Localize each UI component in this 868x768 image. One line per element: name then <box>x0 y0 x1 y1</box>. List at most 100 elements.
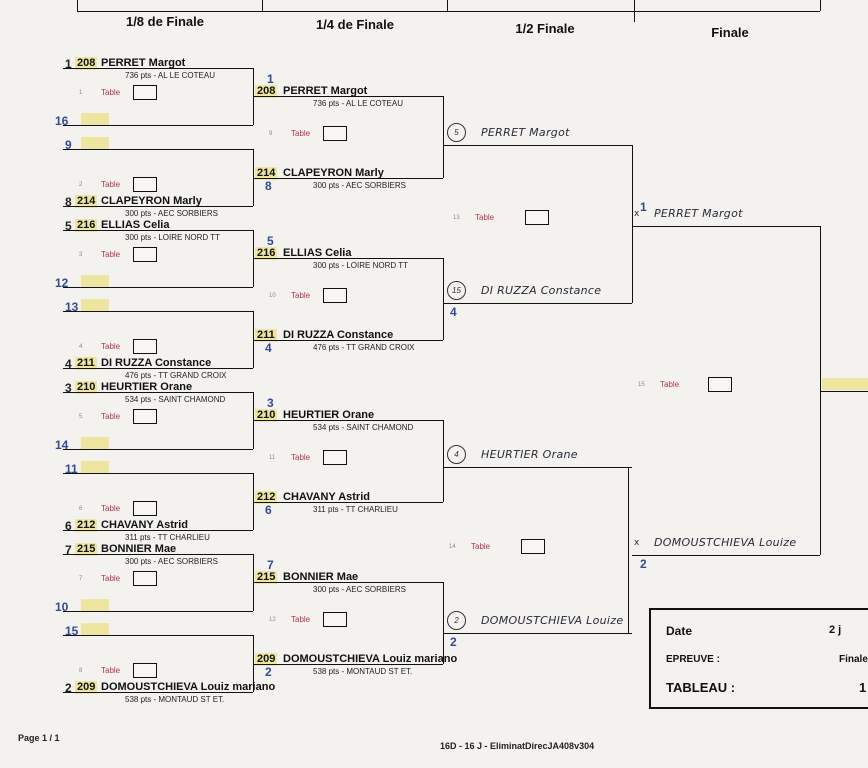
player-name[interactable]: CLAPEYRON Marly <box>283 167 384 179</box>
license-number: 214 <box>255 167 278 180</box>
match-number: 4 <box>79 344 83 350</box>
table-number-box[interactable] <box>708 377 732 392</box>
player-name[interactable]: DOMOUSTCHIEVA Louiz mariano <box>283 653 458 665</box>
player-info: 476 pts - TT GRAND CROIX <box>313 343 415 352</box>
empty-slot[interactable] <box>81 137 109 149</box>
qf-seed: 3 <box>267 396 274 410</box>
empty-slot[interactable] <box>81 437 109 449</box>
table-label: Table <box>101 504 121 513</box>
date-label: Date <box>666 624 693 638</box>
r16-connector <box>253 635 254 692</box>
player-name[interactable]: CHAVANY Astrid <box>283 491 370 503</box>
table-number-box[interactable] <box>133 409 157 424</box>
table-label: Table <box>101 180 121 189</box>
table-number-box[interactable] <box>323 288 347 303</box>
license-number: 216 <box>75 219 98 232</box>
qf-line <box>253 340 443 341</box>
player-name[interactable]: HEURTIER Orane <box>101 381 193 393</box>
table-number-box[interactable] <box>133 247 157 262</box>
r16-line <box>63 230 253 231</box>
qf-seed: 2 <box>265 665 272 679</box>
table-number-box[interactable] <box>133 85 157 100</box>
r16-line <box>63 149 253 150</box>
qf-line <box>253 96 443 97</box>
player-name[interactable]: DI RUZZA Constance <box>283 329 394 341</box>
table-label: Table <box>101 88 121 97</box>
license-number: 216 <box>255 247 278 260</box>
table-label: Table <box>291 615 311 624</box>
empty-slot[interactable] <box>81 461 109 473</box>
table-number-box[interactable] <box>323 126 347 141</box>
table-number-box[interactable] <box>521 539 545 554</box>
player-info: 311 pts - TT CHARLIEU <box>313 505 398 514</box>
table-label: Table <box>291 129 311 138</box>
r16-line <box>63 449 253 450</box>
r16-seed: 4 <box>65 357 72 371</box>
player-name[interactable]: BONNIER Mae <box>101 543 177 555</box>
r16-seed: 16 <box>55 114 69 128</box>
table-label: Table <box>291 291 311 300</box>
player-name[interactable]: PERRET Margot <box>101 57 186 69</box>
empty-slot[interactable] <box>81 275 109 287</box>
epreuve-label: EPREUVE : <box>666 654 720 665</box>
r16-line <box>63 635 253 636</box>
sf-seed: 4 <box>450 305 457 319</box>
match-number: 12 <box>269 617 276 623</box>
table-number-box[interactable] <box>133 339 157 354</box>
license-number: 209 <box>255 653 278 666</box>
empty-slot[interactable] <box>81 299 109 311</box>
final-seed: 1 <box>640 200 647 214</box>
table-number-box[interactable] <box>133 501 157 516</box>
table-label: Table <box>471 542 491 551</box>
table-number-box[interactable] <box>133 177 157 192</box>
qf-connector <box>443 420 444 502</box>
player-info: 538 pts - MONTAUD ST ET. <box>125 695 225 704</box>
r16-seed: 7 <box>65 543 72 557</box>
player-name[interactable]: ELLIAS Celia <box>101 219 170 231</box>
r16-seed: 10 <box>55 600 69 614</box>
champion-slot[interactable] <box>822 378 868 390</box>
license-number: 208 <box>75 57 98 70</box>
table-number-box[interactable] <box>525 210 549 225</box>
match-number: 8 <box>79 668 83 674</box>
license-number: 211 <box>255 329 277 342</box>
empty-slot[interactable] <box>81 113 109 125</box>
r16-seed: 1 <box>65 57 72 71</box>
handwritten-finalist: DOMOUSTCHIEVA Louize <box>654 536 797 549</box>
player-name[interactable]: PERRET Margot <box>283 85 368 97</box>
sf-connector <box>628 467 629 633</box>
qf-connector <box>443 96 444 178</box>
player-name[interactable]: DOMOUSTCHIEVA Louiz mariano <box>101 681 276 693</box>
player-name[interactable]: CHAVANY Astrid <box>101 519 188 531</box>
player-info: 300 pts - AEC SORBIERS <box>313 181 406 190</box>
match-number: 10 <box>269 293 276 299</box>
match-number: 9 <box>269 131 273 137</box>
handwritten-winner: HEURTIER Orane <box>481 448 578 461</box>
player-info: 300 pts - AEC SORBIERS <box>313 585 406 594</box>
player-name[interactable]: ELLIAS Celia <box>283 247 352 259</box>
table-number-box[interactable] <box>323 450 347 465</box>
player-info: 476 pts - TT GRAND CROIX <box>125 371 227 380</box>
sf-line <box>443 633 632 634</box>
qf-seed: 8 <box>265 179 272 193</box>
r16-seed: 2 <box>65 681 72 695</box>
player-name[interactable]: DI RUZZA Constance <box>101 357 212 369</box>
player-name[interactable]: CLAPEYRON Marly <box>101 195 202 207</box>
header-r16: 1/8 de Finale <box>125 14 205 29</box>
handwritten-finalist: PERRET Margot <box>654 207 743 220</box>
player-name[interactable]: HEURTIER Orane <box>283 409 375 421</box>
sf-connector <box>632 145 633 303</box>
empty-slot[interactable] <box>81 623 109 635</box>
license-number: 212 <box>255 491 278 504</box>
license-number: 208 <box>255 85 278 98</box>
epreuve-value: Finale <box>839 654 868 665</box>
empty-slot[interactable] <box>81 599 109 611</box>
table-number-box[interactable] <box>133 571 157 586</box>
player-name[interactable]: BONNIER Mae <box>283 571 359 583</box>
winner-mark: x <box>634 209 640 219</box>
table-number-box[interactable] <box>133 663 157 678</box>
match-number: 1 <box>79 90 83 96</box>
table-label: Table <box>101 666 121 675</box>
table-number-box[interactable] <box>323 612 347 627</box>
qf-line <box>253 582 443 583</box>
